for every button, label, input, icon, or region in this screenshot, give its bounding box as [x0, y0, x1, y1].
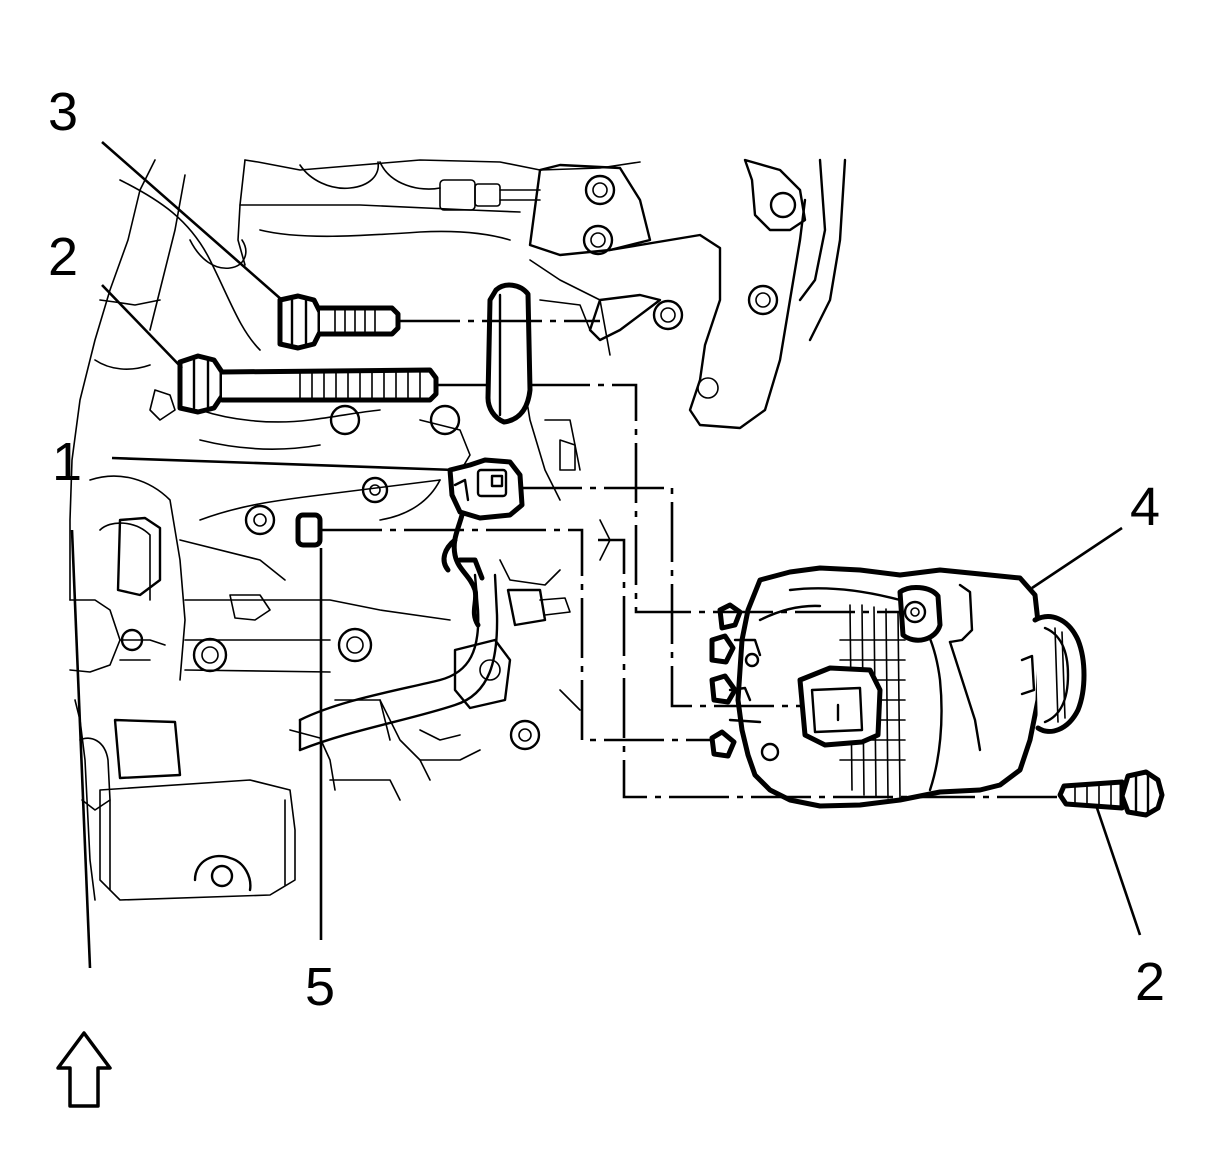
nut-terminal: [295, 512, 323, 548]
electrical-connector: [441, 457, 525, 628]
bolt-short: [277, 293, 401, 351]
callout-2-lower: 2: [1135, 952, 1165, 1012]
assembly-lines: [322, 319, 1060, 799]
callout-4: 4: [1130, 477, 1160, 537]
leader-lines: [70, 141, 1142, 969]
callout-2-upper: 2: [48, 227, 78, 287]
callouts: 3 2 1 4 5 2: [48, 82, 1165, 1017]
spacer-plate: [485, 282, 533, 425]
bolt-long: [177, 353, 439, 415]
up-arrow-icon: [56, 1031, 112, 1108]
callout-1: 1: [52, 432, 82, 492]
callout-3: 3: [48, 82, 78, 142]
generator: [709, 565, 1087, 809]
callout-5: 5: [305, 957, 335, 1017]
bolt-lower: [1057, 769, 1165, 818]
engine-background: [69, 158, 847, 901]
